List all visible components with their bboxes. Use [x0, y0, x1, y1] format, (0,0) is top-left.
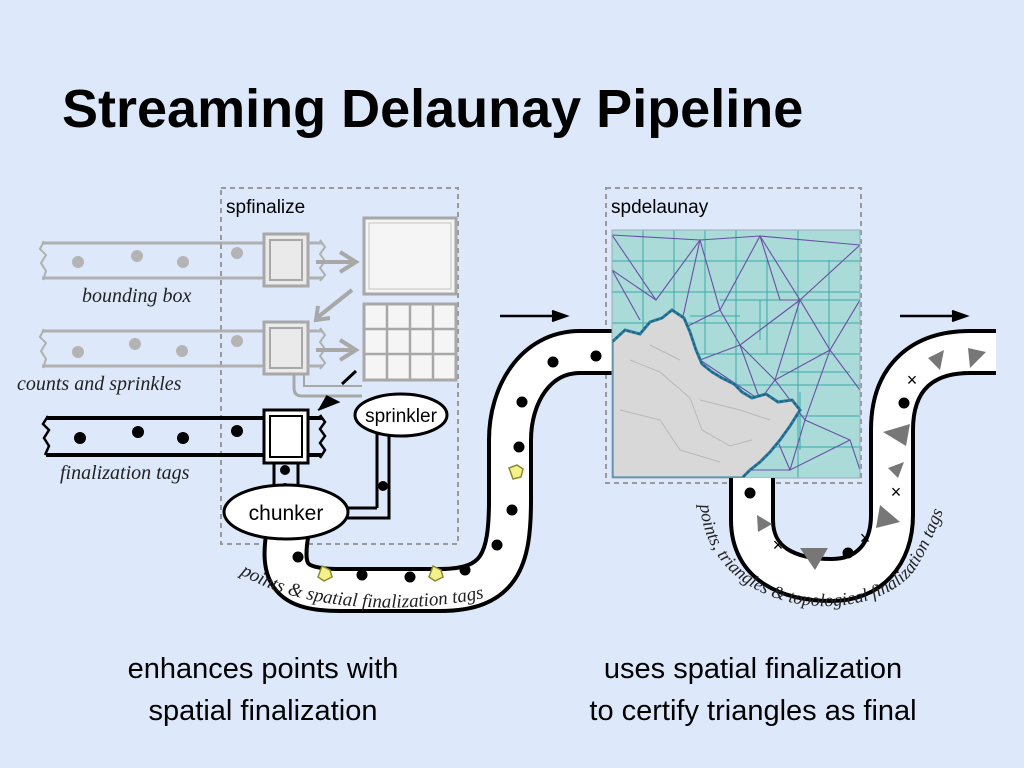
bounding-box-label: bounding box — [82, 285, 192, 307]
triangle-stream-pipe: × × × × — [729, 329, 996, 604]
spfinalize-label: spfinalize — [226, 197, 305, 218]
flow-arrow-2 — [900, 309, 970, 323]
caption-right-line-2: to certify triangles as final — [589, 695, 917, 728]
svg-text:×: × — [891, 482, 902, 502]
svg-text:×: × — [907, 370, 918, 390]
page-title: Streaming Delaunay Pipeline — [62, 79, 804, 139]
chunker-node — [222, 483, 350, 541]
bounding-box-pipe — [38, 216, 458, 296]
chunker-label: chunker — [249, 502, 324, 525]
svg-text:×: × — [773, 535, 784, 555]
sprinkle-point — [378, 481, 388, 491]
sprinkler-label: sprinkler — [365, 406, 437, 427]
caption-right-line-1: uses spatial finalization — [603, 653, 903, 685]
counts-sprinkles-pipe — [38, 302, 458, 398]
sprinkler-node — [353, 392, 449, 438]
sprinkler-tick — [340, 369, 358, 386]
delaunay-mesh-image — [612, 230, 860, 478]
caption-left-line-2: spatial finalization — [148, 695, 378, 728]
caption-left: enhances points with spatial finalizatio… — [88, 648, 438, 732]
counts-sprinkles-label: counts and sprinkles — [17, 373, 182, 395]
spatial-stream-pipe — [262, 329, 612, 613]
finalization-tags-pipe — [41, 395, 341, 493]
spdelaunay-label: spdelaunay — [611, 197, 709, 218]
finalization-tags-label: finalization tags — [60, 462, 190, 484]
caption-left-line-1: enhances points with — [127, 653, 399, 685]
sprinkler-channel — [346, 434, 391, 520]
feedback-arrow — [313, 288, 354, 323]
svg-text:×: × — [860, 528, 871, 548]
caption-right: uses spatial finalization to certify tri… — [548, 648, 958, 732]
flow-arrow-1 — [500, 309, 570, 323]
